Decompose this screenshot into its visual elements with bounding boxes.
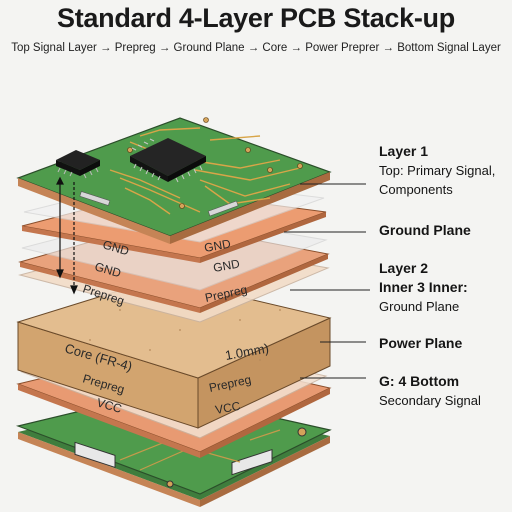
- callout-heading: Power Plane: [379, 335, 462, 351]
- callout-line: Top: Primary Signal,: [379, 163, 495, 178]
- callout-line: Ground Plane: [379, 299, 459, 314]
- callout-line: Secondary Signal: [379, 393, 481, 408]
- callout-heading: Layer 2: [379, 260, 428, 276]
- callout-ground-plane: Ground Plane: [379, 221, 471, 240]
- callout-heading: G: 4 Bottom: [379, 373, 459, 389]
- callout-bottom: G: 4 Bottom Secondary Signal: [379, 372, 481, 410]
- callout-layer-1: Layer 1 Top: Primary Signal, Components: [379, 142, 495, 199]
- callout-line: Components: [379, 182, 453, 197]
- callout-heading: Ground Plane: [379, 222, 471, 238]
- callout-power-plane: Power Plane: [379, 334, 462, 353]
- callout-heading: Inner 3 Inner:: [379, 279, 468, 295]
- callout-heading: Layer 1: [379, 143, 428, 159]
- callout-layer-2: Layer 2 Inner 3 Inner: Ground Plane: [379, 259, 468, 316]
